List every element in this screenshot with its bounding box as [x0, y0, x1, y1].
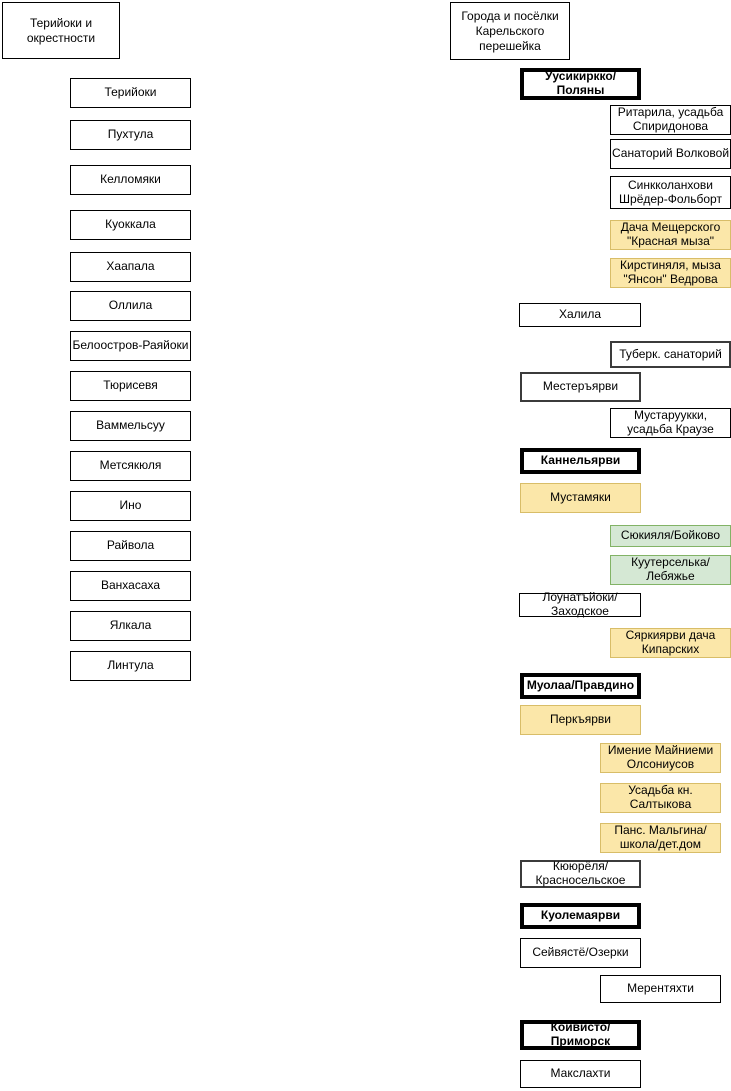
diagram-node-label: Терийоки [104, 85, 157, 100]
diagram-node-box: Перкъярви [520, 705, 641, 735]
diagram-node-box: Ванхасаха [70, 571, 191, 601]
diagram-node-box: Местеръярви [520, 372, 641, 402]
diagram-node-label: Кююрёля/ Красносельское [535, 859, 626, 887]
diagram-node-label: Куоккала [105, 217, 156, 232]
diagram-node-box: Санаторий Волковой [610, 139, 731, 169]
diagram-node-label: Санаторий Волковой [611, 146, 730, 161]
diagram-node-box: Ино [70, 491, 191, 521]
diagram-node-box: Линтула [70, 651, 191, 681]
diagram-node-box: Мустамяки [520, 483, 641, 513]
diagram-node-label: Каннельярви [540, 453, 621, 468]
diagram-node-box: Ритарила, усадьба Спиридонова [610, 105, 731, 135]
diagram-node-label: Панс. Мальгина/ школа/дет.дом [614, 823, 707, 851]
diagram-node-box: Райвола [70, 531, 191, 561]
left-group-header-label: Терийоки и окрестности [26, 15, 96, 45]
diagram-node-label: Ялкала [109, 618, 152, 633]
diagram-node-label: Перкъярви [550, 712, 611, 727]
diagram-node-box: Туберк. санаторий [610, 341, 731, 368]
diagram-node-label: Ино [119, 498, 142, 513]
diagram-section-box: Куолемаярви [520, 903, 641, 929]
diagram-node-label: Ваммельсуу [96, 418, 165, 433]
diagram-node-label: Сюкияля/Бойково [620, 528, 721, 543]
diagram-node-box: Панс. Мальгина/ школа/дет.дом [600, 823, 721, 853]
diagram-node-box: Макслахти [520, 1060, 641, 1088]
diagram-node-box: Ваммельсуу [70, 411, 191, 441]
diagram-node-box: Сяркиярви дача Кипарских [610, 628, 731, 658]
diagram-node-label: Мустамяки [550, 490, 611, 505]
diagram-node-box: Куутерселька/ Лебяжье [610, 555, 731, 585]
diagram-node-box: Оллила [70, 291, 191, 321]
diagram-node-box: Усадьба кн. Салтыкова [600, 783, 721, 813]
diagram-node-label: Ванхасаха [100, 578, 161, 593]
diagram-node-box: Мустаруукки, усадьба Краузе [610, 408, 731, 438]
diagram-node-label: Усадьба кн. Салтыкова [628, 783, 693, 811]
diagram-node-label: Куолемаярви [540, 908, 621, 923]
diagram-node-box: Пухтула [70, 120, 191, 150]
diagram-node-label: Ритарила, усадьба Спиридонова [617, 105, 724, 133]
diagram-node-label: Сяркиярви дача Кипарских [625, 628, 716, 656]
diagram-section-box: Муолаа/Правдино [520, 673, 641, 699]
diagram-node-label: Райвола [106, 538, 155, 553]
diagram-node-label: Лоунатъйоки/ Заходское [542, 590, 618, 618]
diagram-node-label: Мерентяхти [627, 981, 694, 996]
diagram-node-label: Кирстиняля, мыза "Янсон" Ведрова [620, 258, 721, 286]
diagram-node-label: Муолаа/Правдино [526, 678, 635, 693]
diagram-node-label: Макслахти [550, 1066, 611, 1081]
diagram-section-box: Уусикиркко/ Поляны [520, 68, 641, 100]
diagram-node-label: Келломяки [100, 172, 161, 187]
diagram-node-box: Сюкияля/Бойково [610, 525, 731, 547]
diagram-node-label: Куутерселька/ Лебяжье [631, 555, 710, 583]
diagram-node-box: Дача Мещерского "Красная мыза" [610, 220, 731, 250]
right-group-header-label: Города и посёлки Карельского перешейка [461, 8, 559, 53]
diagram-node-box: Халила [519, 303, 641, 327]
diagram-node-label: Местеръярви [542, 379, 619, 394]
diagram-node-label: Сейвястё/Озерки [532, 945, 629, 960]
diagram-node-label: Халила [558, 307, 602, 322]
diagram-section-box: Каннельярви [520, 448, 641, 474]
diagram-node-label: Синкколанхови Шрёдер-Фольборт [619, 177, 722, 206]
diagram-node-label: Мустаруукки, усадьба Краузе [627, 408, 714, 436]
diagram-node-box: Терийоки [70, 78, 191, 108]
diagram-node-label: Уусикиркко/ Поляны [544, 69, 617, 97]
diagram-node-box: Сейвястё/Озерки [520, 938, 641, 968]
diagram-node-box: Хаапала [70, 252, 191, 282]
diagram-node-box: Имение Майниеми Олсониусов [600, 743, 721, 773]
diagram-node-box: Метсякюля [70, 451, 191, 481]
diagram-node-box: Кирстиняля, мыза "Янсон" Ведрова [610, 258, 731, 288]
diagram-node-label: Пухтула [107, 127, 154, 142]
diagram-node-label: Оллила [108, 298, 153, 313]
left-group-header-box: Терийоки и окрестности [2, 2, 120, 59]
diagram-node-label: Белоостров-Раяйоки [72, 338, 189, 353]
diagram-node-box: Белоостров-Раяйоки [70, 331, 191, 361]
diagram-node-box: Ялкала [70, 611, 191, 641]
diagram-node-box: Куоккала [70, 210, 191, 240]
diagram-node-label: Тюрисевя [103, 378, 158, 393]
diagram-node-box: Лоунатъйоки/ Заходское [519, 590, 641, 618]
diagram-node-label: Линтула [107, 658, 154, 673]
diagram-node-box: Келломяки [70, 165, 191, 195]
diagram-node-label: Имение Майниеми Олсониусов [607, 743, 714, 771]
diagram-node-box: Синкколанхови Шрёдер-Фольборт [610, 176, 731, 209]
diagram-node-label: Туберк. санаторий [619, 346, 722, 361]
diagram-node-box: Кююрёля/ Красносельское [520, 859, 641, 888]
diagram-node-label: Койвисто/ Приморск [550, 1020, 611, 1048]
diagram-node-label: Хаапала [106, 259, 155, 274]
right-group-header-box: Города и посёлки Карельского перешейка [450, 2, 570, 60]
diagram-node-box: Мерентяхти [600, 975, 721, 1003]
diagram-node-label: Дача Мещерского "Красная мыза" [620, 220, 721, 248]
diagram-section-box: Койвисто/ Приморск [520, 1020, 641, 1050]
diagram-node-label: Метсякюля [99, 458, 162, 473]
diagram-node-box: Тюрисевя [70, 371, 191, 401]
